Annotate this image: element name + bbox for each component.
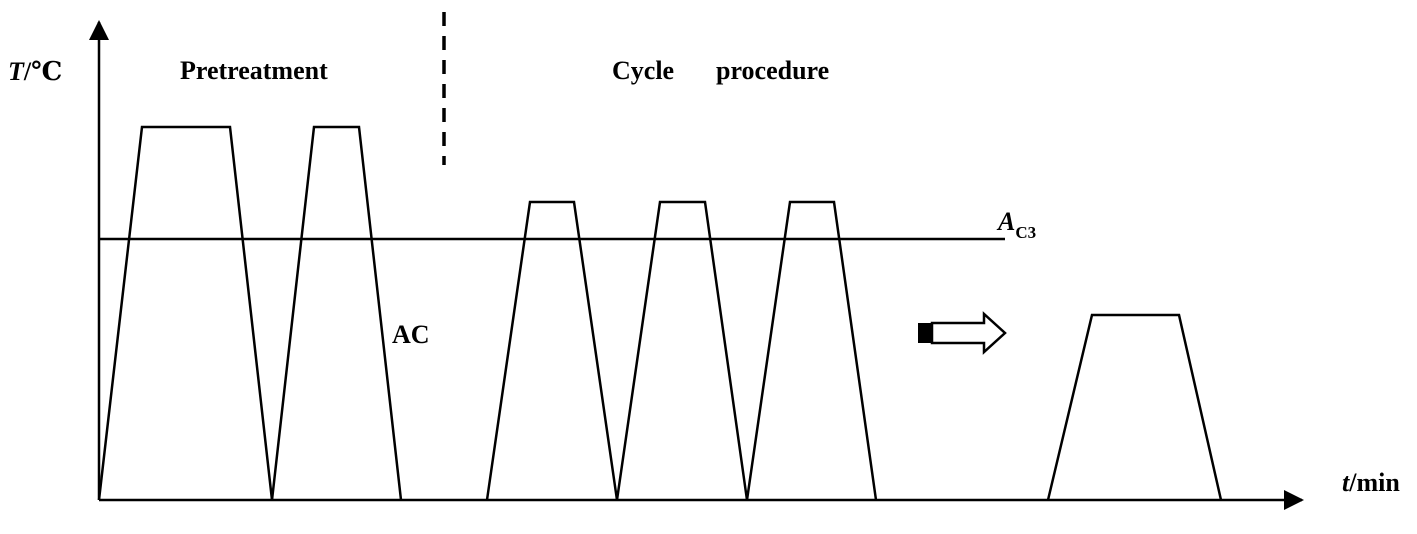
ac3-subscript: C3 [1015,223,1036,242]
y-axis-label: T/℃ [8,57,62,86]
ac3-label: AC3 [996,207,1036,242]
x-axis-label: t/min [1342,468,1400,497]
cycle-3 [745,200,878,501]
ac3-symbol: A [996,207,1015,236]
cycle-1 [485,200,619,501]
cycle-procedure-label: Cycle procedure [612,56,829,85]
pretreatment-cycle-1 [97,125,274,501]
y-axis-unit: /℃ [23,57,62,86]
pretreatment-cycle-2 [270,125,403,501]
x-axis-symbol: t [1342,468,1350,497]
continuation-arrow-icon [918,311,1007,355]
cycle-2 [615,200,749,501]
procedure-word: procedure [716,56,829,85]
y-axis-symbol: T [8,57,25,86]
ac-label: AC [392,320,430,349]
x-axis-unit: /min [1348,468,1400,497]
pretreatment-label: Pretreatment [180,56,328,85]
cycle-word: Cycle [612,56,674,85]
final-cycle [1046,313,1223,501]
